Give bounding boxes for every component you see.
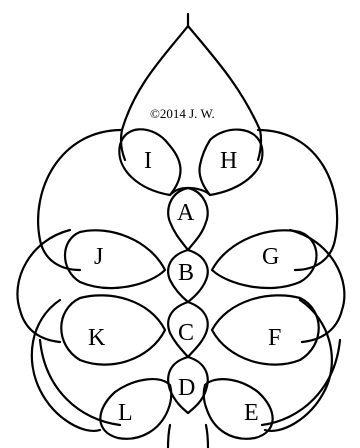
connector-i-a [168, 186, 190, 197]
label-d: D [178, 375, 195, 401]
left-outer-arc-3 [30, 298, 102, 433]
lobe-l [99, 378, 173, 440]
top-teardrop [119, 24, 263, 162]
label-c: C [178, 320, 194, 346]
lobe-f [210, 294, 320, 366]
right-inner-arc [260, 338, 342, 427]
label-b: B [178, 260, 194, 286]
label-e: E [244, 400, 259, 426]
lobe-d [167, 355, 209, 415]
label-h: H [220, 148, 237, 174]
lobe-k [60, 294, 167, 366]
lobe-g [210, 229, 318, 290]
lobe-e [202, 378, 274, 440]
left-inner-arc [38, 338, 122, 427]
label-l: L [118, 400, 133, 426]
tail-left [166, 423, 172, 448]
left-outer-arc-1 [37, 128, 124, 272]
right-outer-arc-2 [288, 228, 346, 344]
label-k: K [88, 325, 106, 351]
tail-right [204, 423, 210, 448]
label-g: G [262, 244, 279, 270]
label-a: A [177, 200, 195, 226]
right-outer-arc-3 [263, 298, 333, 433]
lobe-h [198, 128, 264, 197]
label-f: F [268, 325, 281, 351]
lobe-j [64, 229, 167, 290]
lobe-i [118, 128, 182, 197]
connector-h-a [186, 186, 212, 197]
left-outer-arc-2 [16, 228, 72, 344]
label-j: J [94, 244, 103, 270]
label-i: I [144, 148, 152, 174]
right-outer-arc-1 [256, 128, 339, 272]
copyright-text: ©2014 J. W. [150, 106, 215, 121]
